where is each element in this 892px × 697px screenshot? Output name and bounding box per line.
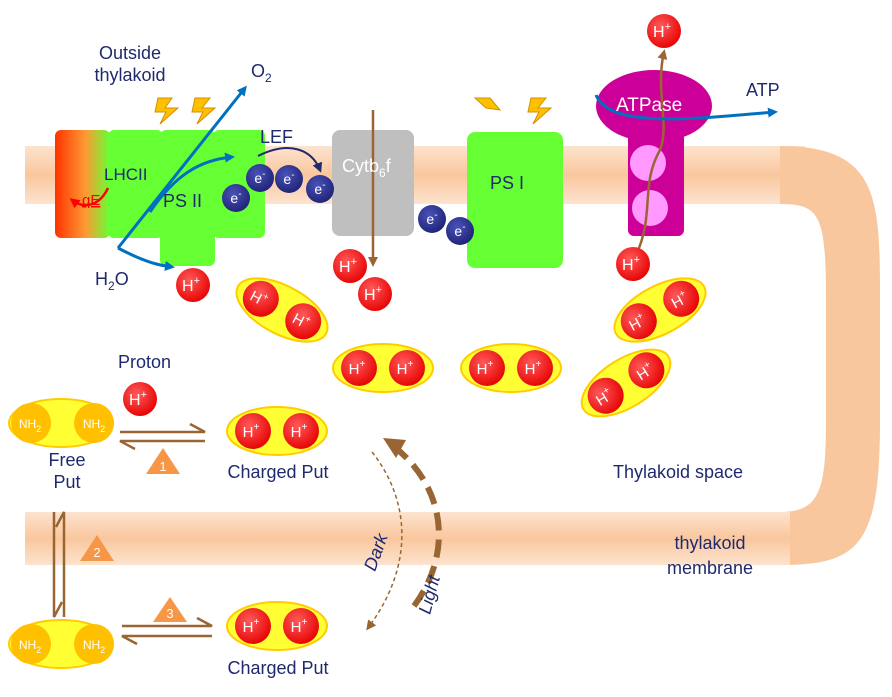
svg-text:H+: H+ bbox=[668, 288, 692, 313]
electron: e- bbox=[418, 205, 446, 233]
light-arrow bbox=[390, 442, 442, 608]
electron: e- bbox=[246, 164, 274, 192]
charged-put-molecule: H+ H+ bbox=[235, 277, 329, 343]
svg-text:2: 2 bbox=[93, 545, 100, 560]
ps1-label: PS I bbox=[490, 173, 524, 193]
svg-text:e-: e- bbox=[254, 169, 265, 186]
svg-text:H+: H+ bbox=[653, 21, 671, 41]
cytb6f-label: Cytb6f bbox=[342, 156, 392, 180]
thylakoid-space-label: Thylakoid space bbox=[613, 462, 743, 482]
qe-label: qE bbox=[82, 192, 100, 209]
svg-text:H+: H+ bbox=[397, 359, 414, 378]
atp-arrow bbox=[594, 94, 778, 121]
svg-text:H+: H+ bbox=[525, 359, 542, 378]
water-splitting-arrows bbox=[116, 85, 247, 271]
equilibrium-arrow-1 bbox=[119, 422, 206, 451]
lef-label: LEF bbox=[260, 127, 293, 147]
proton-label: Proton bbox=[118, 352, 171, 372]
charged-put-molecule: H+ H+ bbox=[613, 277, 707, 343]
equilibrium-arrow-2 bbox=[52, 511, 66, 618]
electron: e- bbox=[275, 165, 303, 193]
light-bolts-ps2 bbox=[154, 97, 217, 125]
svg-text:e-: e- bbox=[230, 189, 241, 206]
svg-text:H+: H+ bbox=[364, 284, 382, 304]
svg-text:H+: H+ bbox=[349, 359, 366, 378]
charged-put-molecule: H+ H+ bbox=[580, 348, 672, 418]
svg-text:H+: H+ bbox=[625, 310, 649, 335]
charged-put-label-top: Charged Put bbox=[227, 462, 328, 482]
o2-label: O2 bbox=[251, 61, 272, 85]
charged-put-molecule: H+ H+ bbox=[226, 601, 328, 651]
dark-arrow bbox=[366, 451, 403, 631]
charged-put-molecule: H+ H+ bbox=[460, 343, 562, 393]
light-label: Light bbox=[415, 572, 445, 616]
svg-text:1: 1 bbox=[159, 459, 166, 474]
svg-text:e-: e- bbox=[314, 180, 325, 197]
ps2-label: PS II bbox=[163, 191, 202, 211]
electron: e- bbox=[306, 175, 334, 203]
svg-text:H+: H+ bbox=[243, 617, 260, 636]
proton: H+ bbox=[647, 14, 681, 48]
charged-put-molecule: H+ H+ bbox=[226, 406, 328, 456]
svg-text:H+: H+ bbox=[129, 389, 147, 409]
atp-label: ATP bbox=[746, 80, 780, 100]
svg-text:H+: H+ bbox=[291, 617, 308, 636]
lef-arrow bbox=[257, 147, 323, 173]
free-put-molecule: NH2 NH2 bbox=[8, 398, 114, 448]
svg-text:H+: H+ bbox=[291, 422, 308, 441]
electron: e- bbox=[222, 184, 250, 212]
charged-put-molecule: H+ H+ bbox=[332, 343, 434, 393]
proton: H+ bbox=[123, 382, 157, 416]
light-bolts-ps1 bbox=[473, 97, 553, 125]
svg-text:H+: H+ bbox=[339, 256, 357, 276]
free-put-molecule: NH2 NH2 bbox=[8, 619, 114, 669]
atpase-complex bbox=[596, 70, 712, 236]
atpase-label: ATPase bbox=[616, 95, 682, 116]
svg-text:3: 3 bbox=[166, 606, 173, 621]
svg-text:H+: H+ bbox=[622, 254, 640, 274]
step-triangle-2: 2 bbox=[80, 535, 114, 561]
svg-text:e-: e- bbox=[283, 170, 294, 187]
electron: e- bbox=[446, 217, 474, 245]
svg-text:H+: H+ bbox=[243, 422, 260, 441]
proton: H+ bbox=[333, 249, 367, 283]
proton: H+ bbox=[358, 277, 392, 311]
equilibrium-arrow-3 bbox=[121, 616, 213, 646]
lhcii-label: LHCII bbox=[104, 165, 147, 184]
svg-text:NH2: NH2 bbox=[83, 638, 105, 655]
light-arrow-head bbox=[383, 438, 406, 458]
qe-arrow bbox=[69, 187, 110, 209]
ps1-complex bbox=[467, 132, 563, 268]
h2o-label: H2O bbox=[95, 269, 129, 293]
step-triangle-3: 3 bbox=[153, 597, 187, 622]
svg-text:NH2: NH2 bbox=[19, 638, 41, 655]
svg-text:H+: H+ bbox=[477, 359, 494, 378]
svg-text:NH2: NH2 bbox=[19, 417, 41, 434]
svg-text:e-: e- bbox=[426, 210, 437, 227]
svg-text:e-: e- bbox=[454, 222, 465, 239]
lhcii-complex bbox=[55, 130, 163, 238]
step-triangle-1: 1 bbox=[146, 448, 180, 474]
charged-put-label-bottom: Charged Put bbox=[227, 658, 328, 678]
proton: H+ bbox=[616, 247, 650, 281]
proton: H+ bbox=[176, 268, 210, 302]
svg-text:NH2: NH2 bbox=[83, 417, 105, 434]
atpase-proton-arrow bbox=[634, 49, 668, 256]
svg-text:H+: H+ bbox=[182, 275, 200, 295]
